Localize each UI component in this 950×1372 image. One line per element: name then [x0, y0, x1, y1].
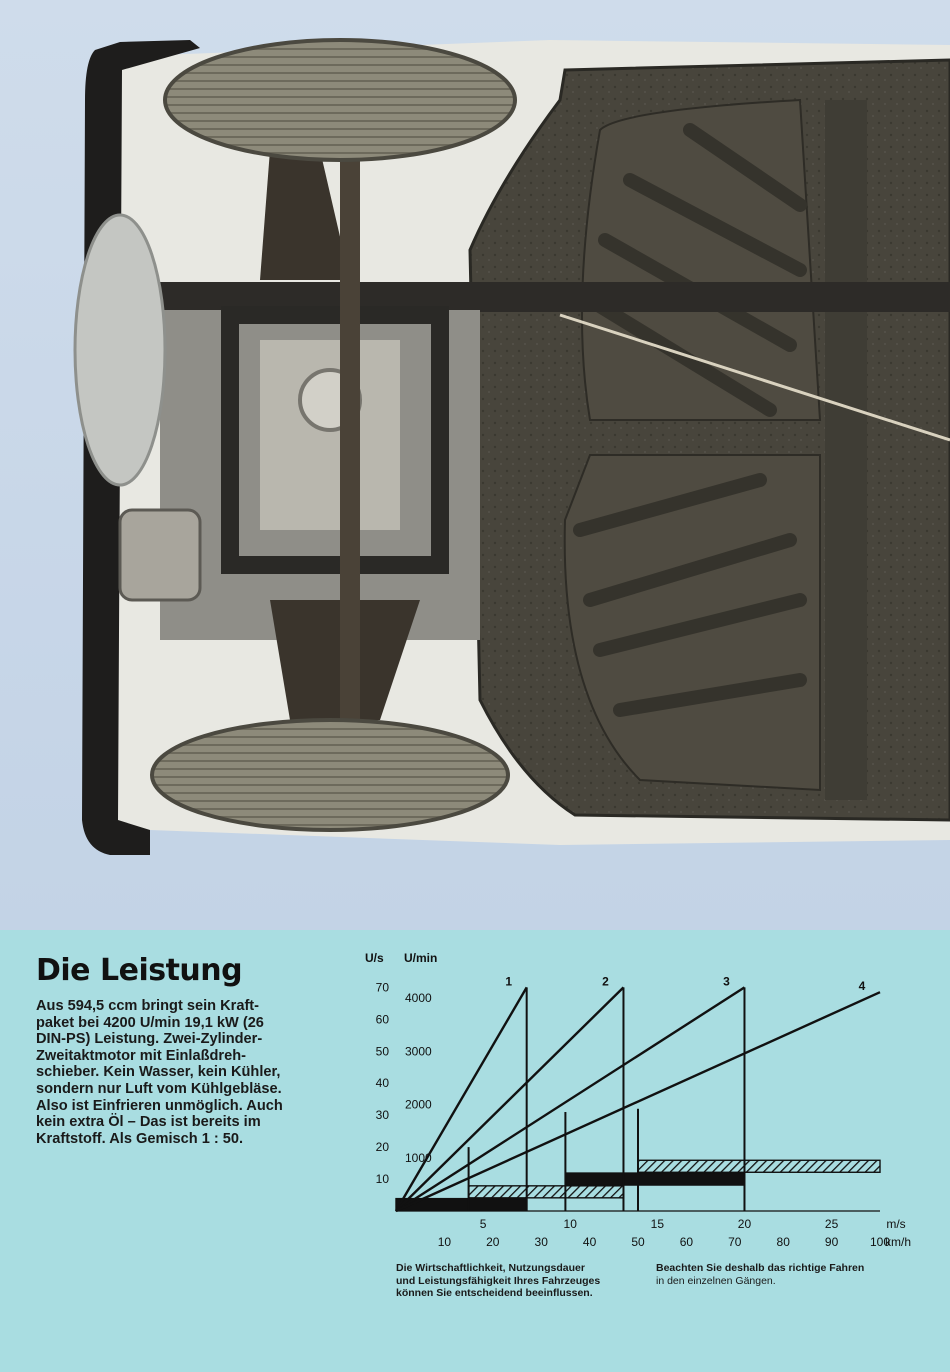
y-left-tick-label: 60 — [376, 1012, 390, 1026]
x-top-tick-label: 10 — [564, 1217, 578, 1231]
body-line: schieber. Kein Wasser, kein Kühler, — [36, 1064, 281, 1081]
gear-label-1: 1 — [505, 974, 512, 988]
gear-label-4: 4 — [859, 979, 866, 993]
y-left-tick-label: 10 — [376, 1172, 390, 1186]
caption-line-bold: Beachten Sie deshalb das richtige Fahren — [656, 1262, 865, 1274]
x-top-tick-label: 25 — [825, 1217, 839, 1231]
y-left-axis-label: U/s — [365, 951, 384, 965]
chart-labels: U/s 10 20 30 40 50 60 70 U/min 1000 2000 3000 4000 10… — [365, 951, 911, 1249]
y-right-tick-label: 2000 — [405, 1098, 432, 1112]
x-bottom-tick-label: 100 — [870, 1235, 890, 1249]
gear-band — [564, 1172, 746, 1186]
gear-label-2: 2 — [602, 974, 609, 988]
body-line: paket bei 4200 U/min 19,1 kW (26 — [36, 1014, 264, 1031]
gear-band — [637, 1159, 881, 1173]
y-left-tick-label: 20 — [376, 1140, 390, 1154]
body-line: DIN-PS) Leistung. Zwei-Zylinder- — [36, 1031, 263, 1048]
x-top-tick-label: 20 — [738, 1217, 752, 1231]
x-bottom-axis-label: km/h — [885, 1235, 911, 1249]
y-right-tick-label: 1000 — [405, 1151, 432, 1165]
x-bottom-tick-label: 40 — [583, 1235, 597, 1249]
x-top-axis-label: m/s — [886, 1217, 905, 1231]
x-bottom-tick-label: 60 — [680, 1235, 694, 1249]
gear-line-2 — [395, 986, 625, 1212]
y-left-tick-label: 40 — [376, 1076, 390, 1090]
body-line: Zweitaktmotor mit Einlaßdreh- — [36, 1047, 247, 1064]
caption-left: Die Wirtschaftlichkeit, Nutzungsdauer un… — [396, 1262, 600, 1300]
info-panel — [0, 930, 950, 1372]
x-bottom-tick-label: 90 — [825, 1235, 839, 1249]
gear-speed-chart: U/s 10 20 30 40 50 60 70 U/min 1000 2000 3000 4000 10… — [365, 951, 911, 1249]
body-line: Aus 594,5 ccm bringt sein Kraft- — [36, 998, 260, 1014]
x-bottom-tick-label: 10 — [438, 1235, 452, 1249]
x-bottom-tick-label: 50 — [631, 1235, 645, 1249]
x-top-tick-label: 5 — [480, 1217, 487, 1231]
y-right-tick-label: 3000 — [405, 1044, 432, 1058]
y-left-tick-label: 30 — [376, 1108, 390, 1122]
gear-line-3 — [395, 986, 746, 1213]
y-right-tick-label: 4000 — [405, 991, 432, 1005]
x-bottom-tick-label: 30 — [535, 1235, 549, 1249]
caption-line: in den einzelnen Gängen. — [656, 1274, 776, 1287]
x-top-tick-label: 15 — [651, 1217, 665, 1231]
gear-line-4 — [395, 991, 881, 1213]
x-bottom-tick-label: 80 — [777, 1235, 791, 1249]
body-line: sondern nur Luft vom Kühlgebläse. — [36, 1080, 282, 1097]
gear-label-3: 3 — [723, 974, 730, 988]
caption-line: können Sie entscheidend beeinflussen. — [396, 1287, 593, 1299]
gear-line-1 — [394, 986, 528, 1212]
y-right-axis-label: U/min — [404, 951, 437, 965]
x-bottom-tick-label: 20 — [486, 1235, 500, 1249]
body-line: Also ist Einfrieren unmöglich. Auch — [36, 1097, 283, 1114]
body-text: Aus 594,5 ccm bringt sein Kraft- paket b… — [36, 998, 336, 1147]
body-line: kein extra Öl – Das ist bereits im — [36, 1114, 261, 1131]
caption-line: und Leistungsfähigkeit Ihres Fahrzeuges — [396, 1274, 601, 1287]
gear-band — [467, 1185, 625, 1199]
page-heading: Die Leistung — [36, 953, 243, 988]
y-left-tick-label: 50 — [376, 1044, 390, 1058]
gear-lines — [394, 986, 881, 1213]
caption-line: Die Wirtschaftlichkeit, Nutzungsdauer — [396, 1262, 585, 1274]
gear-band — [395, 1197, 528, 1212]
x-bottom-tick-label: 70 — [728, 1235, 742, 1249]
y-left-tick-label: 70 — [376, 980, 390, 994]
caption-right: Beachten Sie deshalb das richtige Fahren… — [656, 1262, 864, 1287]
vehicle-underside-photo — [0, 0, 950, 930]
gear-bands — [395, 1159, 881, 1212]
body-line: Kraftstoff. Als Gemisch 1 : 50. — [36, 1130, 244, 1147]
